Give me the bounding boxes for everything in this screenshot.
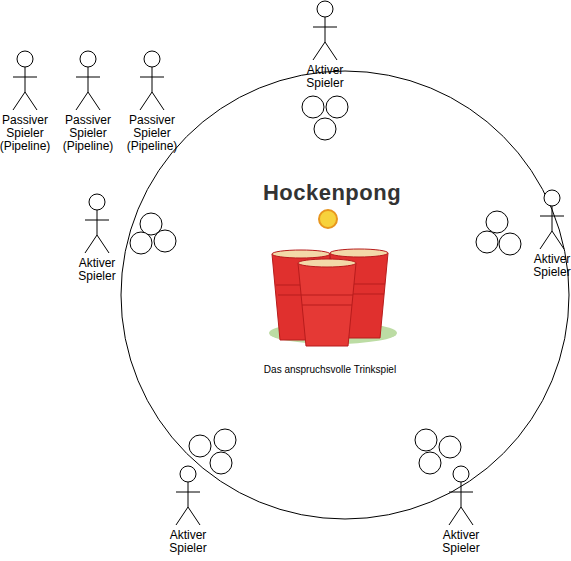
- player-figure: Aktiver Spieler: [429, 465, 493, 555]
- stick-figure: [310, 0, 340, 62]
- player-figure: Aktiver Spieler: [520, 189, 571, 279]
- stick-figure: [137, 50, 167, 112]
- player-figure: Passiver Spieler (Pipeline): [120, 50, 184, 153]
- cup-groups: [130, 96, 521, 474]
- player-label: Passiver Spieler (Pipeline): [0, 114, 57, 153]
- stick-figure: [73, 50, 103, 112]
- diagram-title: Hockenpong: [222, 180, 442, 206]
- player-figure: Passiver Spieler (Pipeline): [56, 50, 120, 153]
- stick-figure: [537, 189, 567, 251]
- player-label: Aktiver Spieler: [429, 529, 493, 555]
- stick-figure: [10, 50, 40, 112]
- table-circle: [121, 71, 569, 519]
- stick-figure: [82, 193, 112, 255]
- player-label: Aktiver Spieler: [293, 64, 357, 90]
- diagram-caption: Das anspruchsvolle Trinkspiel: [210, 364, 450, 375]
- stick-figure: [173, 465, 203, 527]
- ping-pong-ball: [319, 210, 337, 228]
- red-cups: [269, 249, 397, 346]
- stick-figure: [446, 465, 476, 527]
- player-figure: Aktiver Spieler: [156, 465, 220, 555]
- player-label: Passiver Spieler (Pipeline): [56, 114, 120, 153]
- player-label: Aktiver Spieler: [520, 253, 571, 279]
- player-label: Aktiver Spieler: [65, 257, 129, 283]
- player-figure: Passiver Spieler (Pipeline): [0, 50, 57, 153]
- player-label: Aktiver Spieler: [156, 529, 220, 555]
- player-figure: Aktiver Spieler: [65, 193, 129, 283]
- player-figure: Aktiver Spieler: [293, 0, 357, 90]
- player-label: Passiver Spieler (Pipeline): [120, 114, 184, 153]
